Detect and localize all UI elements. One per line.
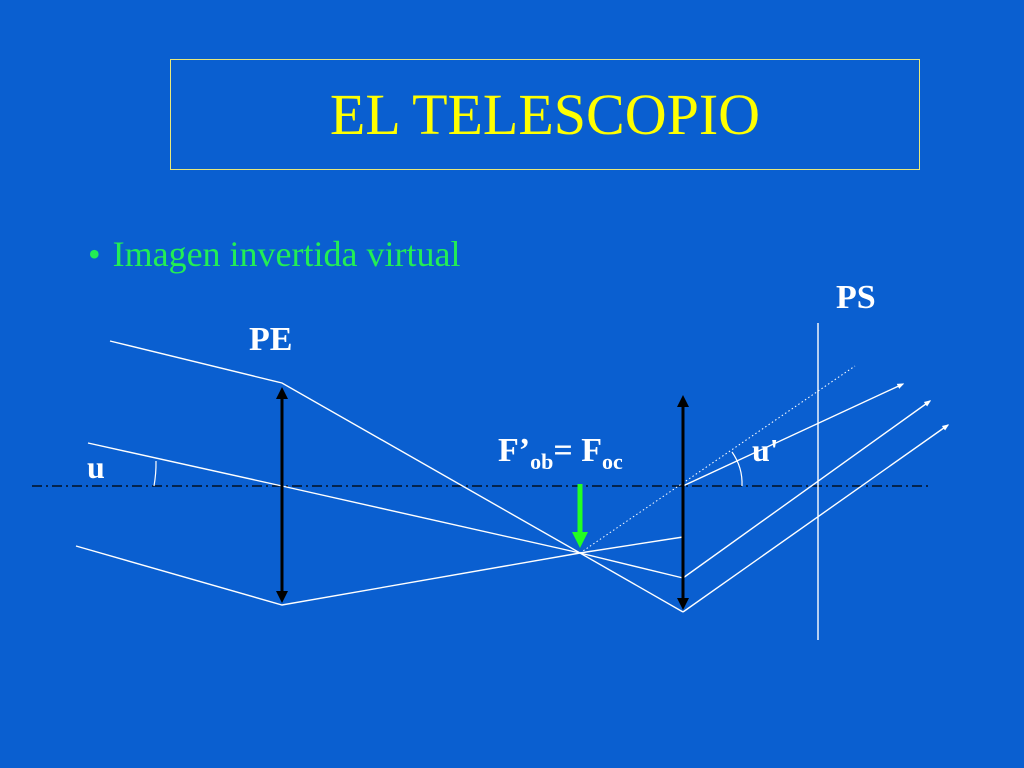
title-box: EL TELESCOPIO bbox=[170, 59, 920, 170]
bullet-dot: • bbox=[88, 234, 101, 274]
label-focus-sub1: ob bbox=[530, 449, 553, 474]
outgoing-rays bbox=[682, 383, 950, 613]
label-u-prime: u' bbox=[752, 432, 779, 468]
ray-out-2 bbox=[682, 400, 932, 579]
angle-arc-u-prime bbox=[731, 451, 743, 487]
label-focus: F’ob= Foc bbox=[498, 432, 623, 474]
ray-out-3 bbox=[682, 424, 950, 613]
bullet-text: Imagen invertida virtual bbox=[112, 234, 461, 274]
label-pe: PE bbox=[249, 321, 292, 358]
ray-bottom bbox=[75, 536, 684, 606]
ray-middle bbox=[87, 442, 684, 613]
page-title: EL TELESCOPIO bbox=[329, 81, 761, 147]
incoming-rays bbox=[75, 340, 684, 613]
ray-top bbox=[109, 340, 684, 579]
label-ps: PS bbox=[836, 279, 876, 316]
angle-arc-u bbox=[153, 460, 157, 487]
virtual-ray bbox=[579, 365, 856, 554]
bullet-item: • Imagen invertida virtual bbox=[88, 236, 460, 272]
label-focus-main: F’ bbox=[498, 432, 530, 469]
label-focus-sub2: oc bbox=[602, 449, 623, 474]
label-focus-eq: = F bbox=[553, 432, 602, 469]
label-u: u bbox=[87, 449, 105, 485]
